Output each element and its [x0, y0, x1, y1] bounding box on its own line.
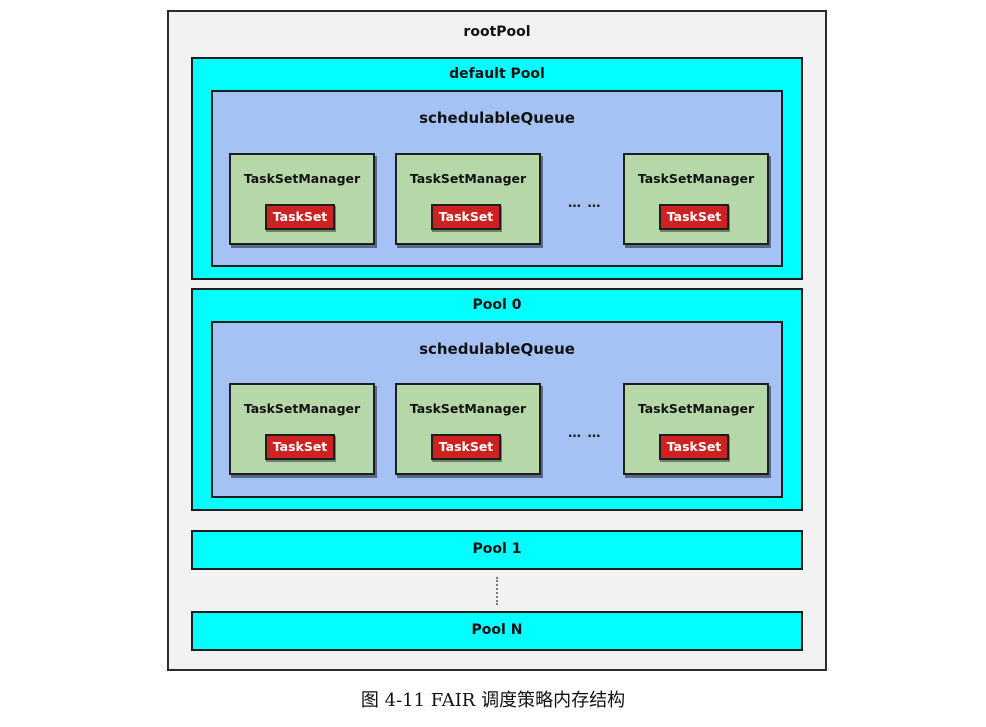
pool-1-label: Pool 1: [472, 541, 522, 557]
pool-n-label: Pool N: [471, 622, 523, 638]
task-set-manager-label: TaskSetManager: [637, 401, 755, 416]
task-set-manager: TaskSetManager TaskSet: [623, 153, 769, 245]
pool-default-label: default Pool: [449, 66, 545, 82]
task-set: TaskSet: [431, 434, 501, 460]
pool-0-label: Pool 0: [472, 297, 522, 313]
task-set: TaskSet: [431, 204, 501, 230]
task-set-manager-label: TaskSetManager: [243, 171, 361, 186]
task-set-manager: TaskSetManager TaskSet: [395, 383, 541, 475]
task-set-manager-label: TaskSetManager: [243, 401, 361, 416]
schedulable-queue-label: schedulableQueue: [419, 340, 575, 358]
task-set: TaskSet: [659, 204, 729, 230]
ellipsis: … …: [568, 196, 602, 211]
figure-caption: 图 4-11 FAIR 调度策略内存结构: [360, 690, 626, 711]
root-pool-label: rootPool: [463, 24, 531, 40]
task-set-manager: TaskSetManager TaskSet: [623, 383, 769, 475]
task-set: TaskSet: [265, 204, 335, 230]
schedulable-queue-label: schedulableQueue: [419, 109, 575, 127]
task-set-manager-label: TaskSetManager: [637, 171, 755, 186]
task-set-manager-label: TaskSetManager: [409, 401, 527, 416]
pool-1: Pool 1: [191, 530, 803, 570]
task-set-manager-label: TaskSetManager: [409, 171, 527, 186]
pool-n: Pool N: [191, 611, 803, 651]
task-set-manager: TaskSetManager TaskSet: [395, 153, 541, 245]
task-set: TaskSet: [265, 434, 335, 460]
task-set-manager: TaskSetManager TaskSet: [229, 383, 375, 475]
vertical-ellipsis: [496, 577, 502, 605]
task-set-manager: TaskSetManager TaskSet: [229, 153, 375, 245]
ellipsis: … …: [568, 426, 602, 441]
task-set: TaskSet: [659, 434, 729, 460]
